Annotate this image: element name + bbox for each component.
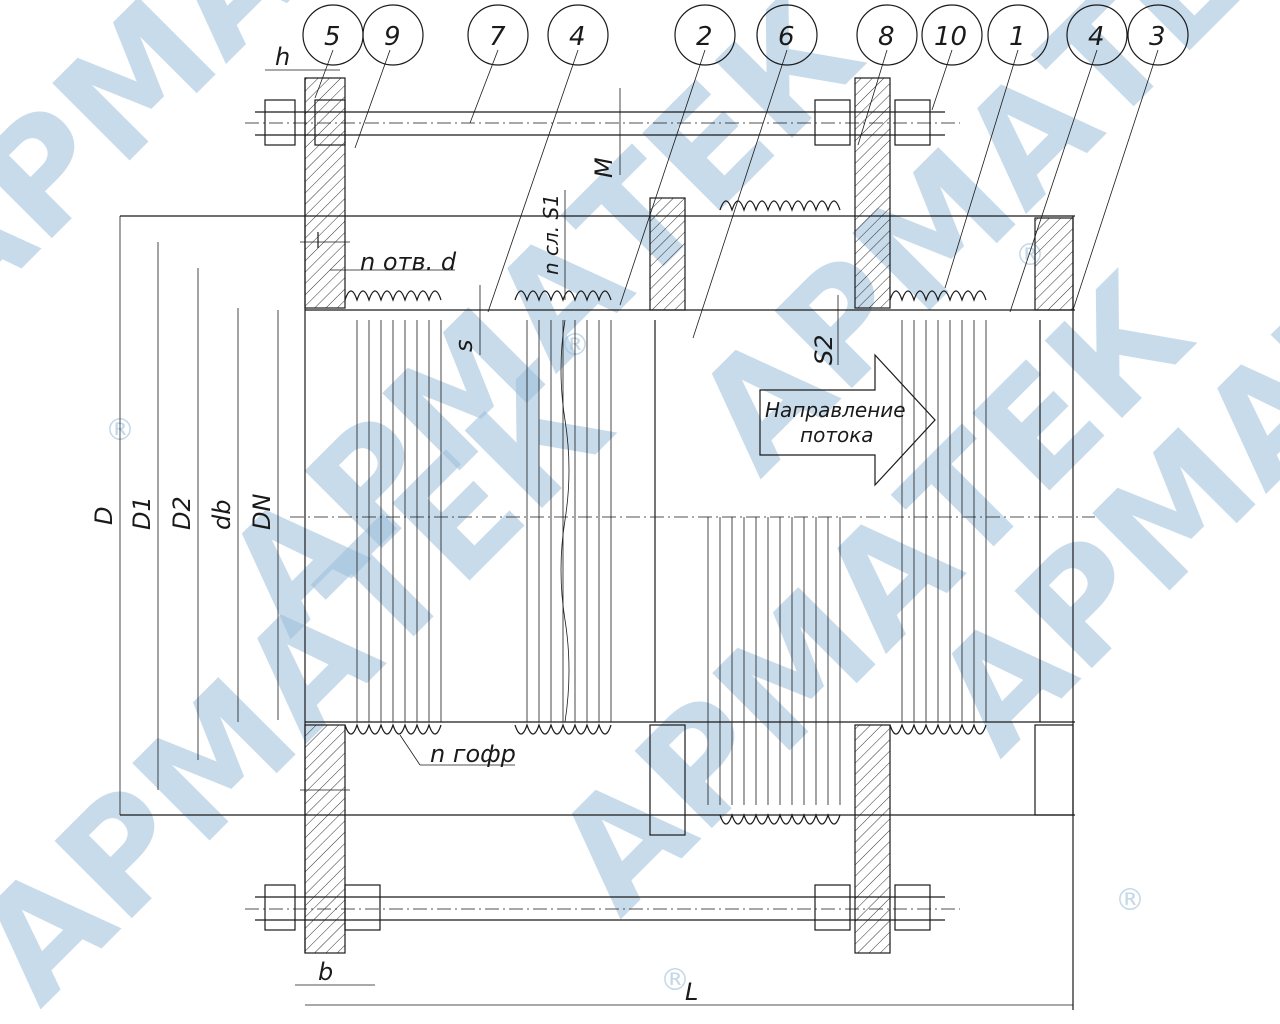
dimension-labels: h M n сл. S1 n отв. d s S2 D D1 D2 db DN… <box>90 43 838 1006</box>
callout-9: 9 <box>362 4 424 66</box>
label-h: h <box>275 43 290 71</box>
end-flange <box>1034 217 1074 816</box>
callout-2: 2 <box>674 4 736 66</box>
svg-text:7: 7 <box>489 22 506 52</box>
svg-text:3: 3 <box>1149 22 1166 52</box>
flow-label-line2: потока <box>800 423 874 447</box>
registered-mark: ® <box>1115 883 1145 918</box>
label-corrugations: n гофр <box>430 740 516 768</box>
label-s1: n сл. S1 <box>539 194 563 275</box>
tie-rods <box>255 99 945 931</box>
nut-icon <box>264 99 931 931</box>
label-s: s <box>450 339 478 352</box>
svg-text:1: 1 <box>1009 22 1026 52</box>
label-D2: D2 <box>168 496 196 530</box>
label-s2: S2 <box>810 334 838 365</box>
label-b: b <box>318 958 333 986</box>
callout-3: 3 <box>1127 4 1189 66</box>
label-M: M <box>590 157 618 178</box>
svg-text:6: 6 <box>778 22 795 52</box>
svg-text:4: 4 <box>569 22 586 52</box>
callout-7: 7 <box>467 4 529 66</box>
dimension-lines <box>119 69 1073 1006</box>
callout-4: 4 <box>547 4 609 66</box>
svg-text:4: 4 <box>1088 22 1105 52</box>
label-L: L <box>685 978 698 1006</box>
callout-1: 1 <box>987 4 1049 66</box>
svg-text:5: 5 <box>324 22 341 52</box>
svg-text:2: 2 <box>696 22 713 52</box>
label-DN: DN <box>248 494 276 530</box>
intermediate-flange <box>649 197 686 836</box>
svg-text:10: 10 <box>934 22 967 52</box>
right-flange <box>854 77 891 954</box>
callout-4b: 4 <box>1066 4 1128 66</box>
callout-8: 8 <box>856 4 918 66</box>
callout-10: 10 <box>921 4 983 66</box>
registered-mark: ® <box>660 963 690 998</box>
svg-text:8: 8 <box>878 22 895 52</box>
housing-outline <box>120 215 1075 1010</box>
left-flange <box>300 77 350 954</box>
label-D1: D1 <box>128 496 156 530</box>
callouts: 5 9 7 4 2 6 8 10 1 4 3 <box>302 4 1189 66</box>
leader-lines <box>314 49 1159 339</box>
svg-text:9: 9 <box>384 22 401 52</box>
callout-5: 5 <box>302 4 364 66</box>
label-holes: n отв. d <box>360 248 457 276</box>
center-axis <box>245 122 1095 910</box>
flow-arrow: Направление потока <box>759 353 936 487</box>
label-D: D <box>90 507 118 525</box>
label-db: db <box>208 500 236 530</box>
callout-6: 6 <box>756 4 818 66</box>
bellows <box>344 200 987 825</box>
flow-label-line1: Направление <box>765 398 906 422</box>
